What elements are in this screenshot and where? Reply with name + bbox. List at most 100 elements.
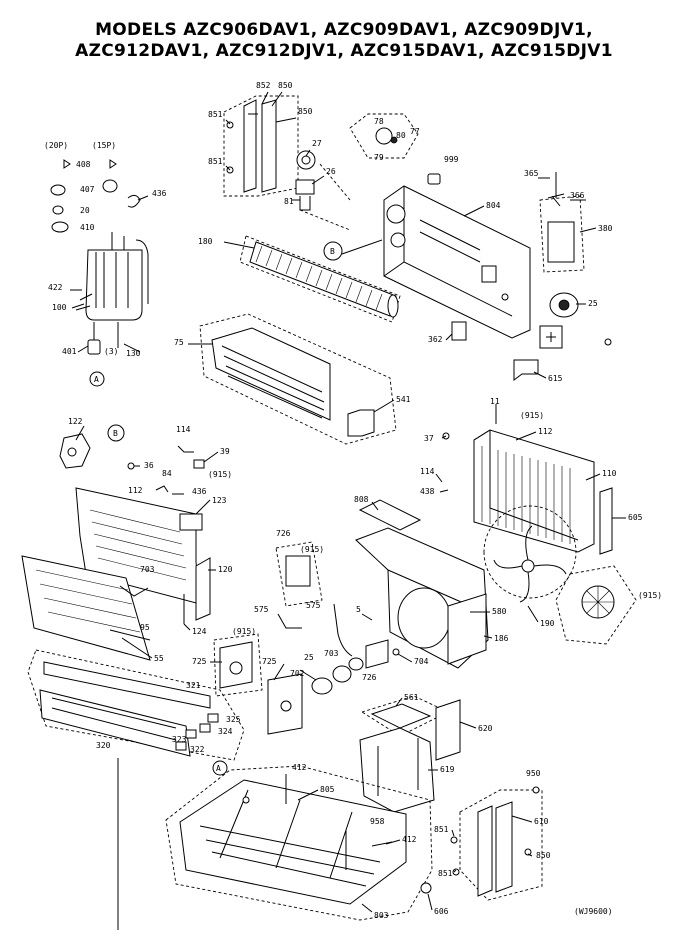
fan-1-hub (521, 559, 535, 573)
label-11: 11 (490, 397, 500, 406)
leaders-panel (225, 91, 297, 171)
label-95: 95 (140, 623, 150, 632)
label-130: 130 (126, 349, 141, 358)
label-39: 39 (220, 447, 230, 456)
base-pan-screw (242, 796, 250, 804)
part-407-icon (50, 184, 66, 196)
part-84-clip (155, 485, 169, 493)
label-805: 805 (320, 785, 335, 794)
label-851a: 851 (208, 110, 223, 119)
label-77: 77 (410, 127, 420, 136)
label-401: 401 (62, 347, 77, 356)
callout-b-label-2: B (113, 429, 118, 438)
assembly-guide-lines (299, 163, 351, 231)
label-438: 438 (420, 487, 435, 496)
screw-851-icon (226, 121, 234, 129)
side-brackets (359, 695, 461, 813)
condenser-assembly (435, 404, 613, 555)
fan-2-outline-dashed (555, 565, 637, 645)
compressor-pipes (111, 232, 149, 304)
shroud-opening (397, 587, 451, 649)
part-605-panel (599, 487, 613, 555)
leaders-shroud (371, 501, 539, 639)
part-725-outline-dashed (213, 633, 263, 697)
label-78: 78 (374, 117, 384, 126)
label-436b: 436 (192, 487, 207, 496)
label-186: 186 (494, 634, 509, 643)
part-26-switch (295, 179, 315, 195)
part-704-screw (392, 648, 400, 656)
callout-a-circle-1 (89, 371, 105, 387)
label-25b: 25 (304, 653, 314, 662)
label-79: 79 (374, 153, 384, 162)
part-619-bracket (359, 727, 435, 813)
label-575b: 575 (306, 601, 321, 610)
screw-850c-icon (524, 848, 532, 856)
part-186-panel (447, 593, 487, 665)
compressor-assembly (50, 159, 149, 387)
label-915b: (915) (520, 411, 544, 420)
part-81-clip (299, 196, 311, 211)
label-915c: (915) (300, 545, 324, 554)
part-407b-icon (102, 179, 118, 193)
models-title-line-2: AZC912DAV1, AZC912DJV1, AZC915DAV1, AZC9… (75, 41, 613, 61)
side-panel-610 (450, 786, 543, 901)
grille-frame (211, 327, 331, 421)
label-412a: 412 (292, 763, 307, 772)
leaders-knobs (292, 149, 325, 201)
base-pan-805 (165, 760, 433, 921)
part-610-outline-dashed (459, 789, 543, 901)
part-123-bracket (179, 513, 203, 531)
label-725a: 725 (192, 657, 207, 666)
fan-blades-190 (483, 505, 637, 645)
part-610-bracket (477, 805, 493, 897)
part-120-plate (195, 557, 211, 621)
part-725b-hole (280, 700, 292, 712)
part-575-clip (277, 613, 302, 629)
label-915d: (915) (638, 591, 662, 600)
bulkhead-screw (501, 293, 509, 301)
part-410-icon (51, 221, 69, 233)
part-114-clip (177, 445, 194, 453)
part-725-hole (229, 661, 243, 675)
label-36: 36 (144, 461, 154, 470)
label-366: 366 (570, 191, 585, 200)
label-84: 84 (162, 469, 172, 478)
label-380: 380 (598, 224, 613, 233)
callout-b-label-1: B (330, 247, 335, 256)
label-325: 325 (226, 715, 241, 724)
part-36-screw (127, 462, 135, 470)
label-190: 190 (540, 619, 555, 628)
label-412b: 412 (402, 835, 417, 844)
label-580: 580 (492, 607, 507, 616)
label-950: 950 (526, 769, 541, 778)
blower-outline-dashed (239, 235, 401, 323)
bulkhead-hole-2 (390, 232, 406, 248)
part-436-clip-icon (127, 194, 141, 208)
label-20: 20 (80, 206, 90, 215)
fan-1-outline-dashed (483, 505, 577, 599)
part-20-icon (52, 205, 64, 215)
label-850a: 850 (278, 81, 293, 90)
label-436a: 436 (152, 189, 167, 198)
label-37: 37 (424, 434, 434, 443)
fan-motor-shaft (558, 299, 570, 311)
label-999: 999 (444, 155, 459, 164)
callout-b-circle-1 (323, 241, 343, 261)
label-320: 320 (96, 741, 111, 750)
blower-blades (255, 245, 383, 311)
label-323: 323 (172, 735, 187, 744)
part-321-rail (43, 661, 211, 709)
label-610: 610 (534, 817, 549, 826)
leaders-bulkhead (445, 177, 597, 379)
label-100: 100 (52, 303, 67, 312)
callout-a-label-2: A (216, 764, 221, 773)
label-410: 410 (80, 223, 95, 232)
part-620-panel (435, 699, 461, 761)
part-322-block (175, 741, 187, 751)
shroud-assembly (355, 499, 489, 669)
compressor-bracket (75, 293, 93, 311)
label-575a: 575 (254, 605, 269, 614)
leaders-grille (188, 343, 395, 413)
part-850-panel (261, 99, 277, 193)
